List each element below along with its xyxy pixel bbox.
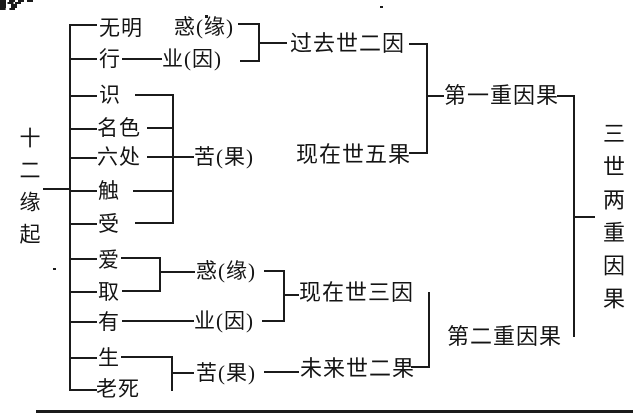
root-label-twelve-links: 十二缘起 <box>17 127 41 255</box>
connector-line <box>409 152 427 154</box>
scan-edge-line <box>36 410 633 413</box>
link-you: 有 <box>98 310 120 334</box>
bracket-line <box>428 292 430 368</box>
label-past-two-causes: 过去世二因 <box>290 31 406 56</box>
main-bracket-line <box>69 24 71 391</box>
connector-line <box>43 188 70 190</box>
connector-line <box>264 371 299 373</box>
link-mingse: 名色 <box>97 116 141 140</box>
connector-line <box>260 42 287 44</box>
label-first-layer: 第一重因果 <box>444 83 560 108</box>
connector-line <box>71 223 97 225</box>
connector-line <box>0 8 15 10</box>
connector-line <box>71 291 97 293</box>
bracket-line <box>172 94 174 224</box>
connector-line <box>161 271 195 273</box>
connector-line <box>121 257 159 259</box>
connector-line <box>122 58 162 60</box>
connector-line <box>71 190 97 192</box>
connector-line <box>428 95 444 97</box>
link-ai: 爱 <box>98 248 120 272</box>
connector-line <box>0 0 33 2</box>
connector-line <box>557 95 574 97</box>
connector-line <box>71 157 97 159</box>
bracket-line <box>283 270 285 322</box>
link-shi: 识 <box>99 83 121 107</box>
connector-line <box>173 372 194 374</box>
scan-noise-dot <box>380 6 383 8</box>
final-label-three-lives: 三世两重因果 <box>600 122 625 320</box>
link-wuming: 无明 <box>99 16 143 40</box>
connector-line <box>122 320 194 322</box>
connector-line <box>121 356 171 358</box>
connector-line <box>71 58 97 60</box>
link-laosi: 老死 <box>96 377 140 401</box>
connector-line <box>135 94 172 96</box>
label-present-three-causes: 现在世三因 <box>299 280 415 305</box>
label-ye-yin-1: 业(因) <box>162 47 222 71</box>
connector-line <box>71 95 97 97</box>
connector-line <box>575 216 595 218</box>
connector-line <box>71 258 97 260</box>
link-xing: 行 <box>99 47 121 71</box>
connector-line <box>71 128 97 130</box>
connector-line <box>0 2 21 4</box>
scan-noise-dot <box>53 268 56 270</box>
bracket-line <box>426 43 428 154</box>
bracket-line <box>258 23 260 62</box>
scan-noise-dot <box>205 15 208 18</box>
link-sheng: 生 <box>98 346 120 370</box>
connector-line <box>0 4 17 6</box>
connector-line <box>262 320 284 322</box>
connector-line <box>0 6 17 8</box>
label-huo-yuan-1: 惑(缘) <box>174 15 234 39</box>
connector-line <box>409 43 427 45</box>
connector-line <box>264 270 284 272</box>
connector-line <box>69 389 97 391</box>
connector-line <box>285 294 299 296</box>
connector-line <box>135 222 172 224</box>
link-qu: 取 <box>98 280 120 304</box>
label-ku-guo-2: 苦(果) <box>196 361 256 385</box>
label-ku-guo-1: 苦(果) <box>194 145 254 169</box>
link-liuchu: 六处 <box>97 145 141 169</box>
bracket-line <box>171 356 173 391</box>
bracket-line <box>159 257 161 292</box>
connector-line <box>71 357 97 359</box>
label-ye-yin-2: 业(因) <box>194 309 254 333</box>
label-huo-yuan-2: 惑(缘) <box>196 259 256 283</box>
connector-line <box>133 190 172 192</box>
bracket-line <box>573 95 575 337</box>
link-shou: 受 <box>98 212 120 236</box>
label-second-layer: 第二重因果 <box>447 324 563 349</box>
link-chu: 触 <box>98 179 120 203</box>
label-future-two-effects: 未来世二果 <box>300 356 416 381</box>
connector-line <box>411 366 428 368</box>
connector-line <box>69 24 97 26</box>
label-present-five-effects: 现在世五果 <box>296 142 412 167</box>
connector-line <box>147 156 194 158</box>
connector-line <box>122 290 159 292</box>
connector-line <box>147 127 172 129</box>
connector-line <box>238 23 259 25</box>
connector-line <box>240 60 259 62</box>
connector-line <box>71 321 97 323</box>
